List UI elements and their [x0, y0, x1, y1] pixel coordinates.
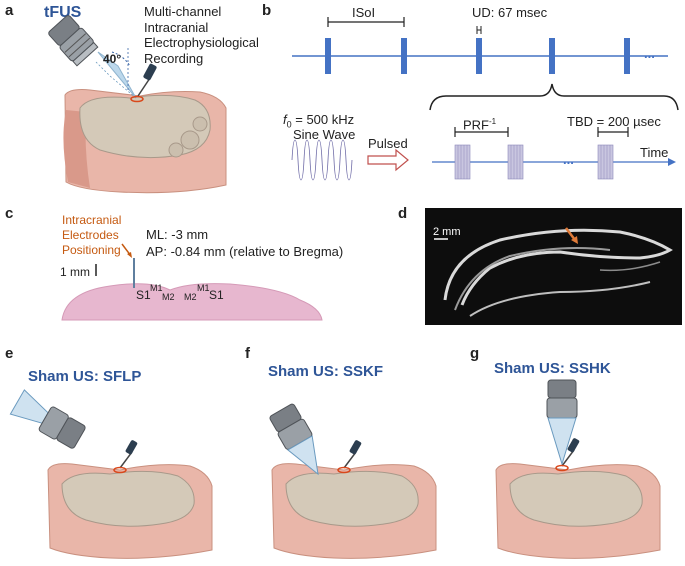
recording-line-2: Intracranial — [144, 19, 209, 35]
transducer-icon — [546, 379, 578, 466]
region-m1-left: M1 — [150, 283, 163, 293]
recording-line-1: Multi-channel — [144, 4, 222, 19]
brain-shape — [79, 94, 211, 159]
ml-label: ML: -3 mm — [146, 227, 209, 242]
ap-label: AP: -0.84 mm (relative to Bregma) — [146, 244, 344, 259]
ct-orange-arrow — [565, 227, 576, 241]
sine-label: Sine Wave — [293, 127, 356, 142]
tbd-label: TBD = 200 µsec — [567, 114, 661, 129]
ellipsis-bottom: ... — [563, 152, 574, 167]
panel-e-title: Sham US: SFLP — [28, 368, 142, 385]
recording-line-3: Electrophysiological — [144, 35, 259, 50]
prf-sup: -1 — [489, 117, 497, 126]
ultrasound-cone — [97, 51, 137, 99]
f0-label: f0 = 500 kHz — [283, 112, 354, 133]
pulse-block — [454, 144, 471, 180]
panel-b-label: b — [262, 2, 272, 19]
transducer-icon — [48, 15, 99, 67]
brain-slice — [61, 243, 323, 321]
panel-e-label: e — [5, 345, 14, 362]
pulsed-label: Pulsed — [368, 136, 408, 151]
electrode-line-2: Electrodes — [62, 228, 119, 242]
pulsed-arrow — [367, 148, 409, 172]
f0-sub: 0 — [286, 119, 292, 130]
time-label: Time — [640, 145, 669, 160]
skull-outline — [443, 228, 673, 306]
electrode-icon — [137, 63, 157, 97]
region-m2-left: M2 — [162, 292, 175, 302]
recording-label: Multi-channel Intracranial Electrophysio… — [144, 4, 259, 66]
scale-2mm-label: 2 mm — [433, 226, 461, 238]
panel-d-label: d — [398, 205, 408, 222]
ellipsis-top: ... — [644, 46, 655, 61]
angle-label: 40° — [103, 52, 122, 66]
electrode-line-1: Intracranial — [62, 213, 122, 227]
ct-image — [425, 208, 682, 325]
pulse-block — [597, 144, 614, 180]
panel-f-title: Sham US: SSKF — [268, 363, 384, 380]
prf-base: PRF — [463, 117, 489, 133]
panel-a-illustration — [48, 15, 227, 194]
f0-value: = 500 kHz — [291, 112, 355, 127]
pulse-block — [507, 144, 524, 180]
electrode-position-label: Intracranial Electrodes Positioning — [62, 213, 121, 258]
panel-a-label: a — [5, 2, 14, 19]
region-m2-right: M2 — [184, 292, 197, 302]
region-m1-right: M1 — [197, 283, 210, 293]
electrode-line-3: Positioning — [62, 243, 121, 257]
isi-label: ISoI — [352, 5, 376, 20]
panel-g-title: Sham US: SSHK — [494, 360, 611, 377]
zoom-brace — [429, 83, 679, 111]
ud-label: UD: 67 msec — [472, 5, 548, 20]
transducer-icon — [269, 403, 319, 476]
f0-prefix: f — [283, 112, 287, 127]
recording-line-4: Recording — [144, 50, 204, 66]
pulse-timeline — [291, 17, 679, 181]
time-arrowhead — [668, 158, 676, 166]
region-s1-right: S1 — [209, 288, 224, 302]
sine-wave — [291, 139, 353, 181]
region-s1-left: S1 — [136, 288, 151, 302]
scale-1mm-label: 1 mm — [60, 265, 90, 279]
panel-g-label: g — [470, 345, 480, 362]
panel-a-title: tFUS — [44, 4, 82, 21]
panel-f-label: f — [245, 345, 250, 362]
transducer-icon — [9, 389, 86, 449]
panel-c-label: c — [5, 205, 14, 222]
target-marker — [130, 95, 144, 103]
prf-label: PRF-1 — [463, 114, 496, 133]
coronal-section — [61, 283, 323, 321]
